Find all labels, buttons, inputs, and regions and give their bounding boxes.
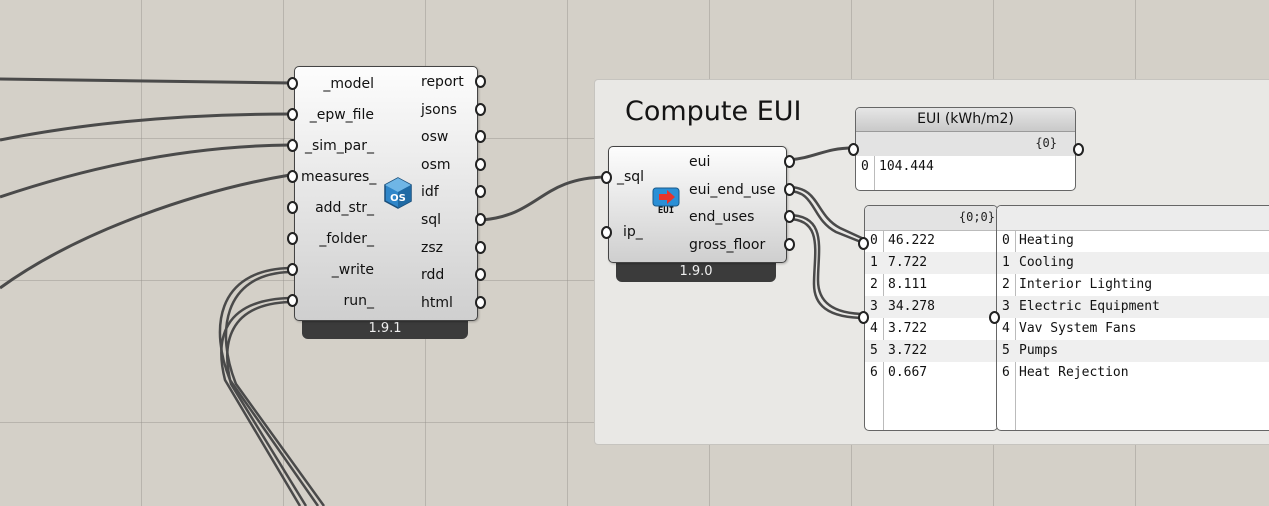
- port-out-idf[interactable]: [475, 185, 486, 198]
- model-to-osm-version: 1.9.1: [302, 319, 468, 339]
- values-panel-path: {0;0}: [958, 210, 995, 224]
- output-report[interactable]: report: [421, 74, 464, 90]
- eui-arrow-icon: EUI: [652, 187, 680, 219]
- port-in-folder[interactable]: [287, 232, 298, 245]
- port-out-gross-floor[interactable]: [784, 238, 795, 251]
- port-in-write[interactable]: [287, 263, 298, 276]
- eui-panel-index-divider: [874, 156, 875, 190]
- port-out-sql[interactable]: [475, 213, 486, 226]
- wire-run-a: [220, 296, 302, 506]
- port-in-run[interactable]: [287, 294, 298, 307]
- input-write[interactable]: _write: [331, 262, 374, 278]
- names-panel-index-divider: [1015, 230, 1016, 430]
- eui-icon-text: EUI: [657, 206, 675, 216]
- input-epw-file[interactable]: _epw_file: [309, 107, 374, 123]
- port-in-values-panel-a[interactable]: [858, 237, 869, 250]
- input-ip[interactable]: ip_: [623, 224, 643, 240]
- output-gross-floor[interactable]: gross_floor: [689, 237, 766, 253]
- wire-model: [0, 77, 293, 85]
- values-panel-index-divider: [883, 230, 884, 430]
- port-in-sql[interactable]: [601, 171, 612, 184]
- eui-version: 1.9.0: [616, 262, 776, 282]
- port-in-sim-par[interactable]: [287, 139, 298, 152]
- wire-run-b: [226, 300, 308, 506]
- output-jsons[interactable]: jsons: [421, 102, 457, 118]
- group-title: Compute EUI: [625, 96, 802, 127]
- port-in-add-str[interactable]: [287, 201, 298, 214]
- input-sim-par[interactable]: _sim_par_: [304, 138, 374, 154]
- input-measures[interactable]: measures_: [301, 169, 377, 185]
- values-panel-path-bar: {0;0}: [865, 206, 997, 231]
- eui-component[interactable]: _sql ip_ eui eui_end_use end_uses gross_…: [608, 146, 787, 263]
- eui-panel-row: 0 104.444: [861, 159, 934, 174]
- svg-text:OS: OS: [390, 193, 406, 204]
- port-in-ip[interactable]: [601, 226, 612, 239]
- output-end-uses[interactable]: end_uses: [689, 209, 755, 225]
- names-panel-path-bar: [997, 206, 1269, 231]
- output-eui[interactable]: eui: [689, 154, 711, 170]
- output-rdd[interactable]: rdd: [421, 267, 445, 283]
- port-in-epw[interactable]: [287, 108, 298, 121]
- wire-epw: [0, 112, 291, 142]
- output-idf[interactable]: idf: [421, 184, 439, 200]
- port-out-rdd[interactable]: [475, 268, 486, 281]
- eui-panel-path: {0}: [1035, 136, 1057, 150]
- input-run[interactable]: run_: [343, 293, 374, 309]
- model-to-osm-component[interactable]: _model _epw_file _sim_par_ measures_ add…: [294, 66, 478, 321]
- port-out-osm[interactable]: [475, 158, 486, 171]
- output-zsz[interactable]: zsz: [421, 240, 443, 256]
- output-osw[interactable]: osw: [421, 129, 449, 145]
- port-in-eui-panel[interactable]: [848, 143, 859, 156]
- port-in-measures[interactable]: [287, 170, 298, 183]
- eui-panel-path-bar: {0}: [856, 132, 1075, 156]
- port-out-eui[interactable]: [784, 155, 795, 168]
- port-out-html[interactable]: [475, 296, 486, 309]
- input-model[interactable]: _model: [323, 76, 374, 92]
- output-eui-end-use[interactable]: eui_end_use: [689, 182, 776, 198]
- output-osm[interactable]: osm: [421, 157, 451, 173]
- port-in-model[interactable]: [287, 77, 298, 90]
- wire-measures: [0, 173, 291, 290]
- port-in-names-panel[interactable]: [989, 311, 1000, 324]
- port-out-report[interactable]: [475, 75, 486, 88]
- port-in-values-panel-b[interactable]: [858, 311, 869, 324]
- eui-panel-title: EUI (kWh/m2): [856, 108, 1075, 132]
- port-out-osw[interactable]: [475, 130, 486, 143]
- output-sql[interactable]: sql: [421, 212, 442, 228]
- openstudio-cube-icon: OS: [383, 177, 413, 209]
- input-add-str[interactable]: add_str_: [315, 200, 374, 216]
- port-out-zsz[interactable]: [475, 241, 486, 254]
- port-out-jsons[interactable]: [475, 103, 486, 116]
- port-out-eui-panel[interactable]: [1073, 143, 1084, 156]
- wire-sql-to-eui: [481, 175, 607, 222]
- port-out-end-uses[interactable]: [784, 210, 795, 223]
- output-html[interactable]: html: [421, 295, 453, 311]
- port-out-eui-end-use[interactable]: [784, 183, 795, 196]
- input-folder[interactable]: _folder_: [319, 231, 374, 247]
- eui-panel[interactable]: EUI (kWh/m2) {0} 0 104.444: [855, 107, 1076, 191]
- wire-sim-par: [0, 143, 291, 199]
- input-sql[interactable]: _sql: [617, 169, 645, 185]
